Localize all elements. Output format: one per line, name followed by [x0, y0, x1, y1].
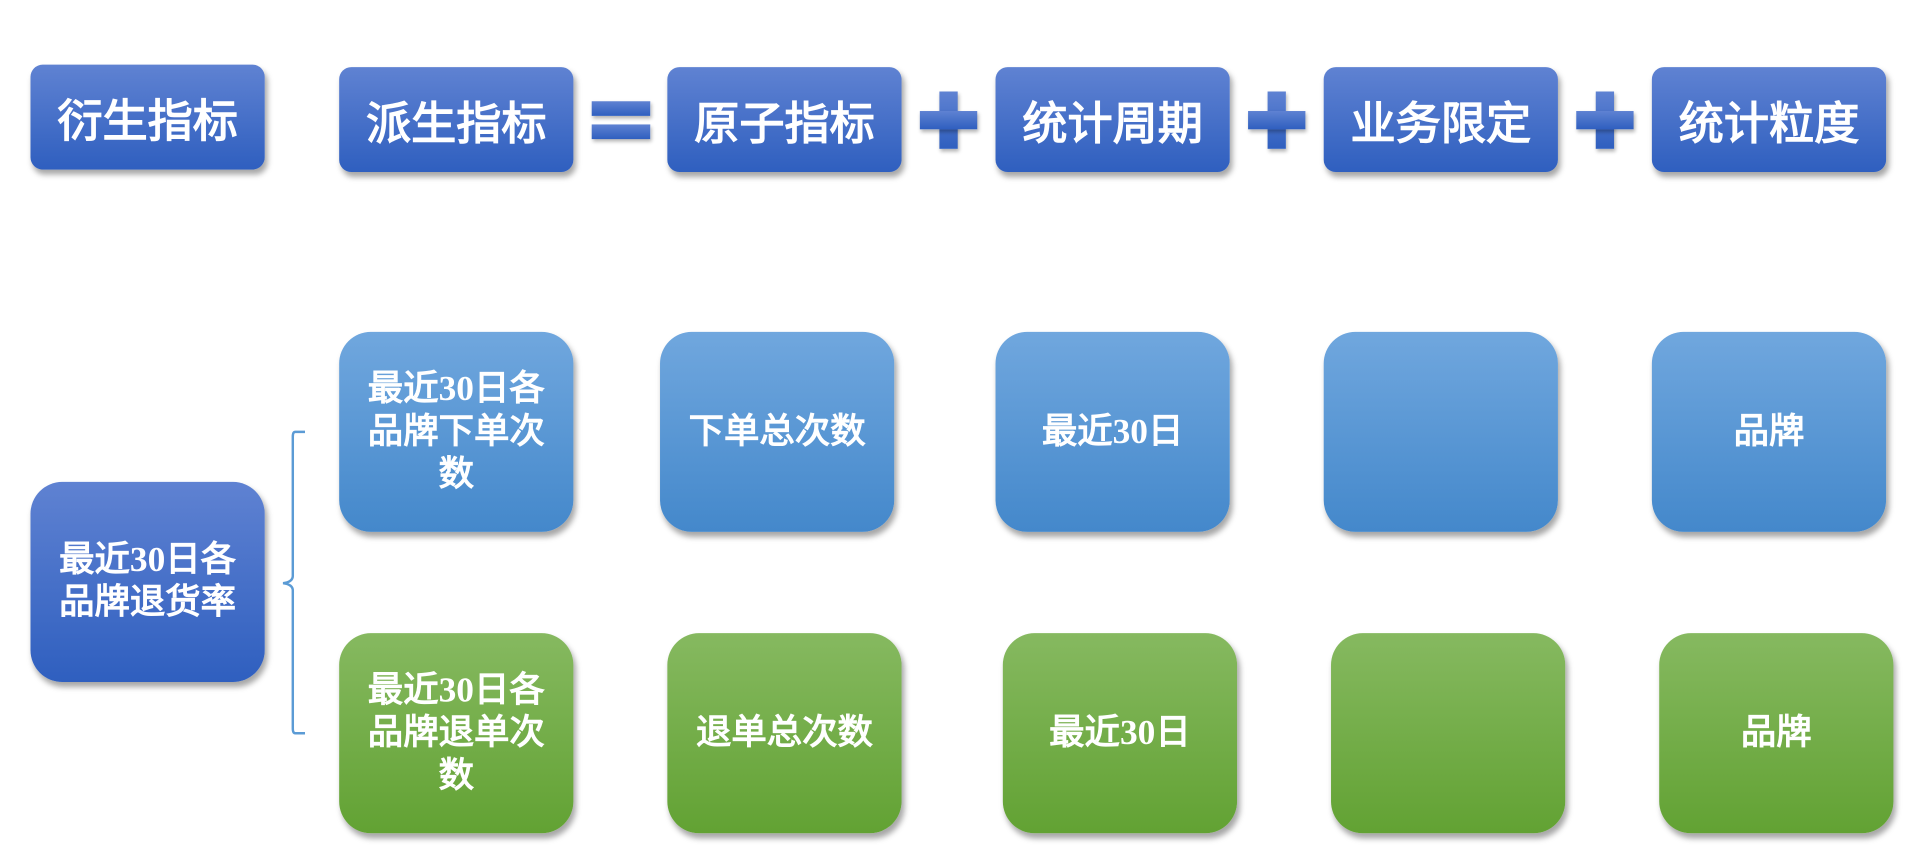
header-label: 统计粒度 [1678, 97, 1860, 151]
header-label: 原子指标 [694, 97, 875, 151]
business-header: 业务限定 [1323, 67, 1558, 173]
row2-period: 最近30日 [1002, 633, 1238, 834]
derived-metric-box: 最近30日各品牌退货率 [30, 481, 265, 682]
cell-text: 品牌 [1733, 411, 1805, 451]
equals-icon [591, 101, 651, 140]
cell-text: 最近30日 [1041, 411, 1184, 451]
row2-derivative: 最近30日各品牌退单次数 [339, 633, 574, 834]
cell-text: 退单总次数 [695, 713, 873, 753]
header-label: 派生指标 [366, 97, 547, 151]
row1-derivative: 最近30日各品牌下单次数 [339, 331, 574, 532]
header-label: 业务限定 [1350, 97, 1532, 151]
row1-business [1323, 331, 1558, 532]
row1-period: 最近30日 [995, 331, 1230, 532]
bracket-icon [282, 430, 306, 735]
cell-text: 最近30日各品牌下单次数 [367, 369, 545, 494]
plus-icon [1576, 91, 1634, 149]
cell-text: 最近30日各品牌退单次数 [367, 670, 545, 795]
cell-text: 品牌 [1740, 713, 1812, 753]
row2-granularity: 品牌 [1659, 633, 1894, 834]
cell-text: 最近30日 [1049, 713, 1191, 753]
header-label: 衍生指标 [57, 95, 238, 148]
row2-business [1331, 633, 1566, 834]
header-label: 统计周期 [1022, 97, 1203, 151]
derived-metric-header: 衍生指标 [30, 64, 265, 170]
cell-text: 下单总次数 [688, 411, 866, 451]
derivative-metric-header: 派生指标 [339, 67, 574, 173]
plus-icon [919, 91, 978, 149]
period-header: 统计周期 [995, 67, 1230, 173]
granularity-header: 统计粒度 [1651, 67, 1887, 173]
row1-granularity: 品牌 [1651, 331, 1887, 532]
plus-icon [1248, 91, 1306, 149]
row2-atomic: 退单总次数 [667, 633, 902, 834]
atomic-metric-header: 原子指标 [667, 67, 902, 173]
row1-atomic: 下单总次数 [660, 331, 895, 532]
derived-metric-text: 最近30日各品牌退货率 [59, 540, 237, 623]
